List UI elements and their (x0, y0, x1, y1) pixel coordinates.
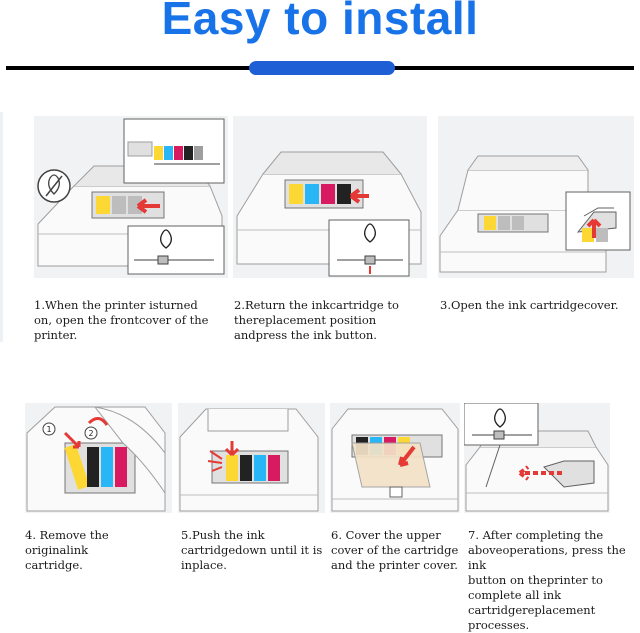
page-title: Easy to install (161, 0, 479, 44)
step-3-printer-drawing (438, 116, 634, 278)
step-3-caption: 3.Open the ink cartridgecover. (440, 298, 619, 312)
step-2-caption: 2.Return the inkcartridge to thereplacem… (234, 298, 399, 342)
step-4-marker-1: 1 (46, 425, 51, 434)
ink-drop-icon (160, 229, 172, 249)
step-7-illustration (464, 403, 610, 513)
step-1-illustration (34, 116, 228, 278)
step-4-marker-2: 2 (88, 429, 93, 438)
step-6-caption: 6. Cover the upper cover of the cartridg… (331, 528, 459, 572)
step-4-illustration: 1 2 (25, 403, 172, 513)
step-3-illustration (438, 116, 634, 278)
step-5-caption: 5.Push the ink cartridgedown until it is… (181, 528, 323, 572)
ink-drop-icon (494, 408, 506, 428)
step-7-caption: 7. After completing the aboveoperations,… (468, 528, 626, 632)
left-edge-strip (0, 112, 3, 342)
step-7-printer-drawing (464, 403, 610, 513)
step-6-printer-drawing (330, 403, 460, 513)
step-4-printer-drawing: 1 2 (25, 403, 172, 513)
step-6-illustration (330, 403, 460, 513)
step-4-caption: 4. Remove the originalink cartridge. (25, 528, 109, 572)
step-5-printer-drawing (178, 403, 325, 513)
step-2-printer-drawing (233, 116, 427, 278)
title-divider-accent (249, 61, 395, 75)
ink-drop-icon (364, 223, 376, 243)
step-1-printer-drawing (34, 116, 228, 278)
step-5-illustration (178, 403, 325, 513)
step-1-caption: 1.When the printer isturned on, open the… (34, 298, 209, 342)
step-2-illustration (233, 116, 427, 278)
